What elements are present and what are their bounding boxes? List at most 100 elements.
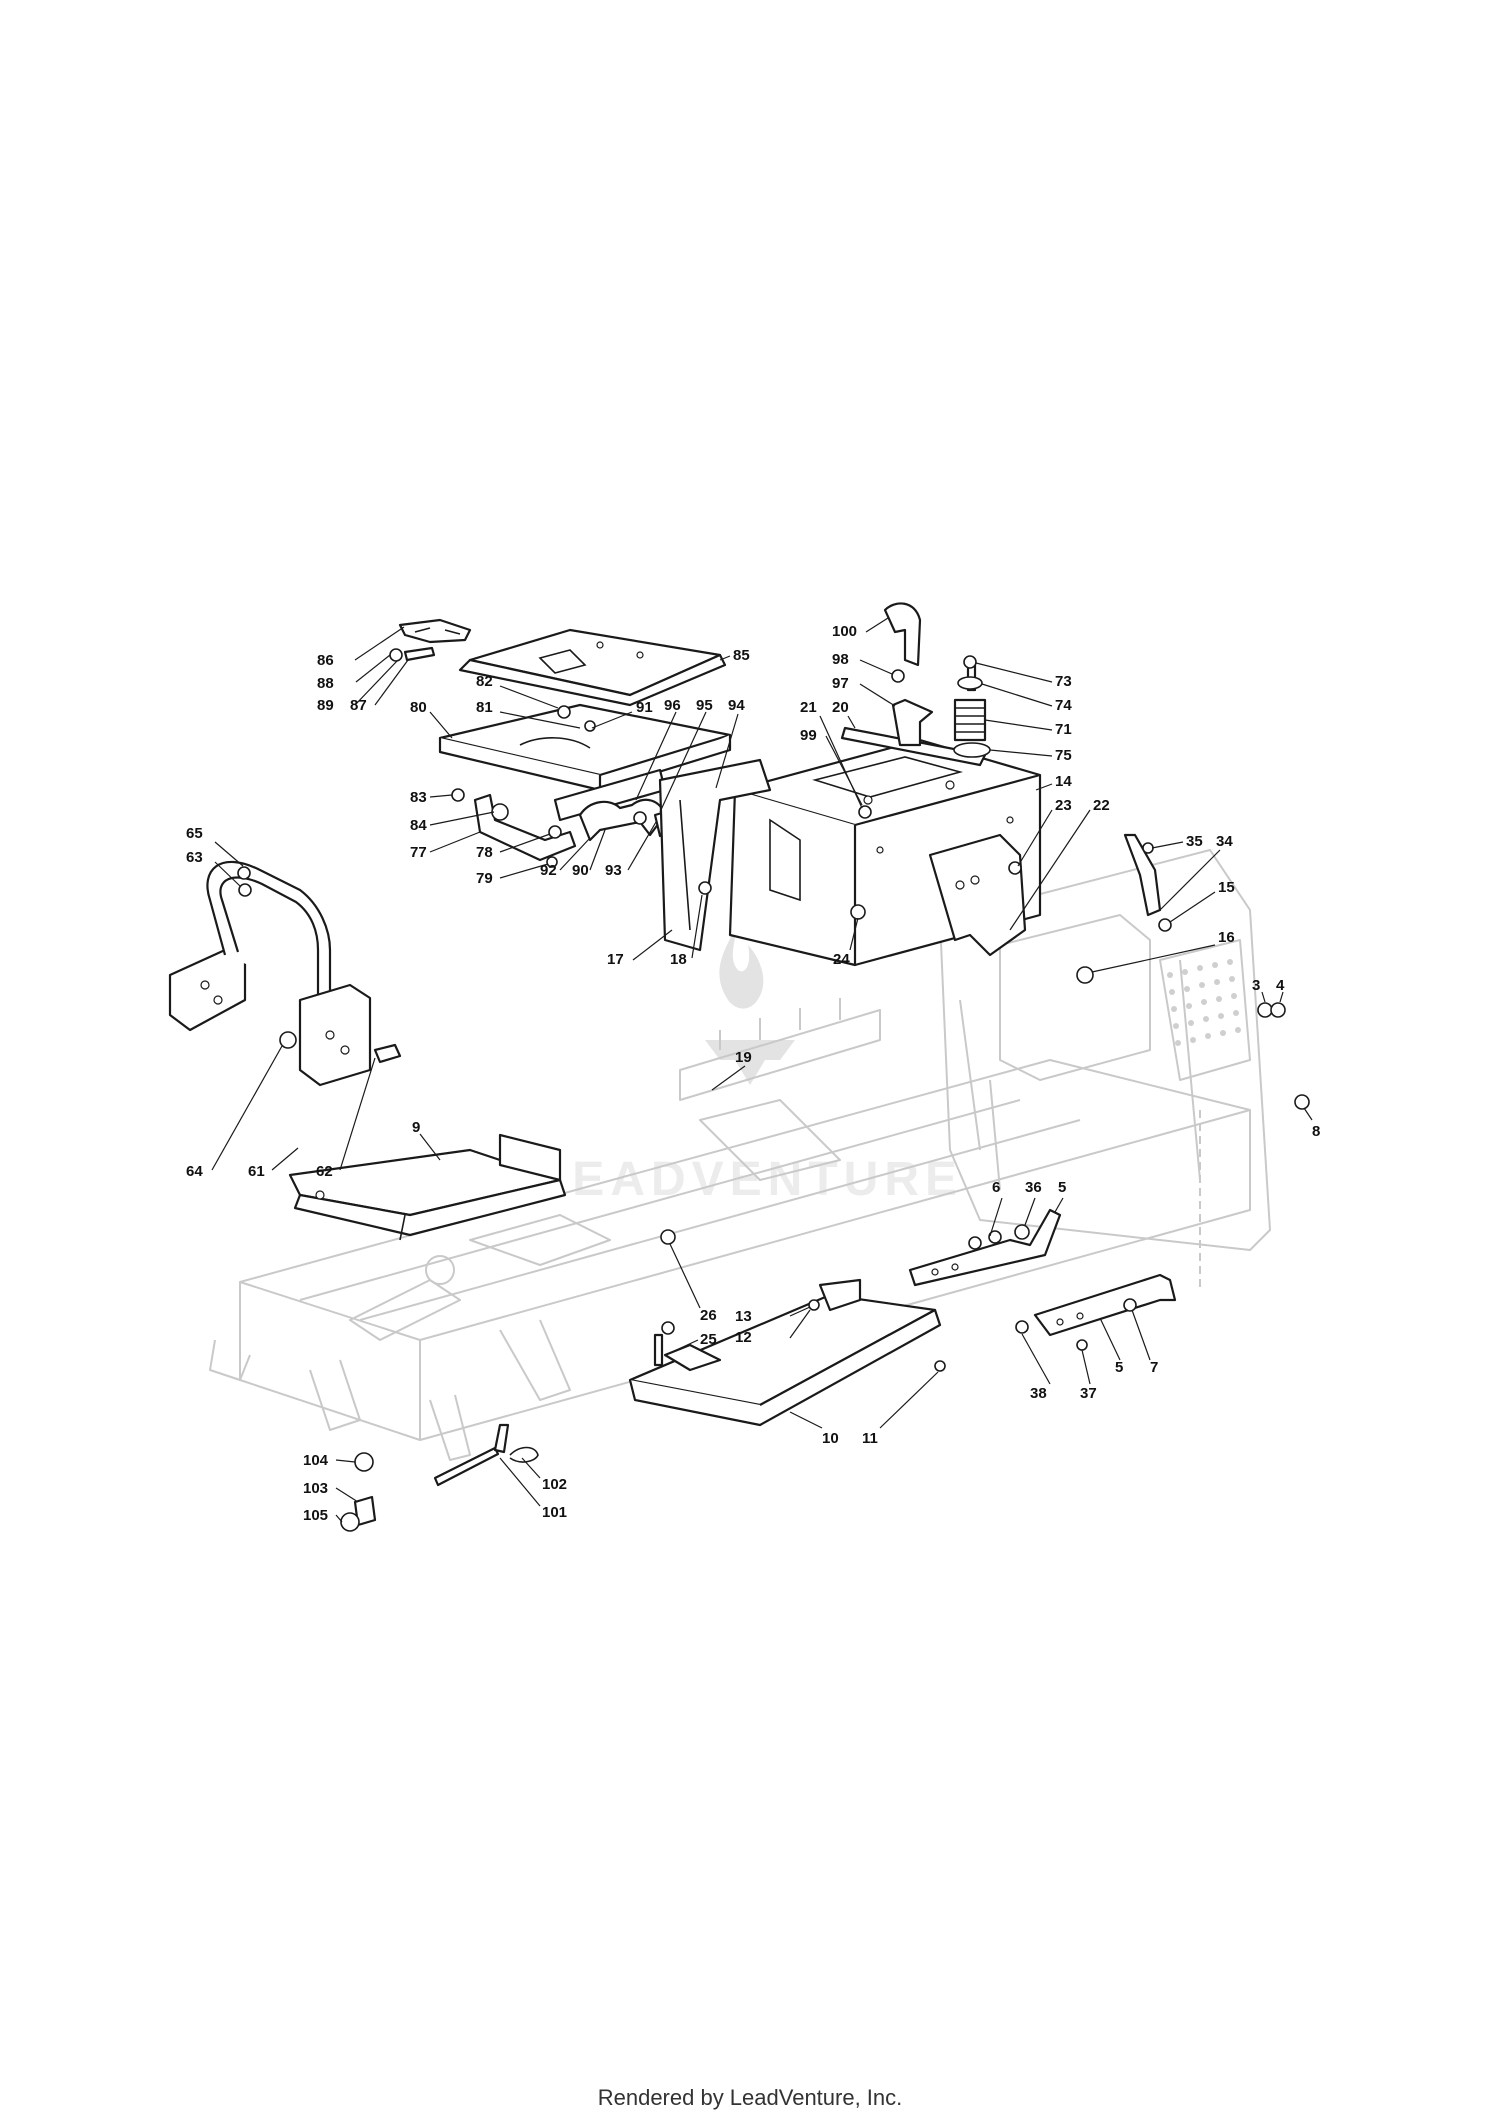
svg-text:95: 95 [696,697,713,714]
tow-pin [340,1423,539,1532]
callout: 25 [671,1331,717,1353]
callout: 85 [719,647,750,664]
svg-text:10: 10 [822,1430,839,1447]
callout: 95 [659,697,713,813]
svg-text:75: 75 [1055,747,1072,764]
svg-text:17: 17 [607,951,624,968]
callout: 34 [1159,833,1233,911]
svg-text:20: 20 [832,699,849,716]
svg-text:24: 24 [833,951,850,968]
callout: 83 [410,789,453,806]
callout: 22 [1009,797,1110,931]
callout: 77 [410,831,481,861]
callout: 93 [605,821,657,879]
left-footrest [288,1133,567,1241]
svg-text:35: 35 [1186,833,1203,850]
callout: 36 [1024,1179,1042,1226]
callout: 15 [1169,879,1235,923]
callout: 10 [789,1411,839,1447]
svg-text:88: 88 [317,675,334,692]
callout: 92 [540,837,591,879]
callout: 17 [607,929,673,968]
svg-text:98: 98 [832,651,849,668]
svg-text:3: 3 [1252,977,1260,994]
svg-text:96: 96 [664,697,681,714]
svg-text:11: 11 [862,1430,878,1447]
svg-text:37: 37 [1080,1385,1097,1402]
callout: 23 [1017,797,1072,867]
callout: 35 [1151,833,1203,850]
svg-text:22: 22 [1093,797,1110,814]
svg-text:38: 38 [1030,1385,1047,1402]
callout: 102 [521,1457,567,1493]
callout: 5 [1099,1317,1123,1376]
svg-text:100: 100 [832,623,857,640]
callout: 104 [303,1452,356,1469]
callout: 89 [317,659,399,714]
callout: 73 [975,662,1072,690]
callout: 81 [476,699,581,729]
svg-text:8: 8 [1312,1123,1320,1140]
svg-text:65: 65 [186,825,203,842]
svg-text:85: 85 [733,647,750,664]
callout: 78 [476,833,551,861]
callout: 87 [350,659,409,714]
svg-text:99: 99 [800,727,817,744]
svg-text:83: 83 [410,789,427,806]
callout: 103 [303,1480,359,1503]
callout: 74 [981,683,1072,714]
seat-bracket [438,703,732,822]
callout: 63 [186,849,241,887]
svg-text:78: 78 [476,844,493,861]
callout: 65 [186,825,244,867]
callout: 19 [711,1049,752,1091]
svg-text:91: 91 [636,699,653,716]
svg-text:101: 101 [542,1504,567,1521]
callout: 16 [1091,929,1235,973]
svg-text:81: 81 [476,699,493,716]
callout: 105 [303,1507,343,1524]
svg-text:103: 103 [303,1480,328,1497]
svg-text:89: 89 [317,697,334,714]
right-footrest [628,1229,946,1427]
callout: 88 [317,654,391,692]
svg-text:5: 5 [1115,1359,1123,1376]
callout: 71 [984,719,1072,738]
svg-text:73: 73 [1055,673,1072,690]
callout: 12 [735,1309,811,1346]
callout: 5 [1054,1179,1066,1213]
callout: 91 [591,699,653,729]
svg-text:74: 74 [1055,697,1072,714]
callout: 98 [832,651,893,675]
svg-text:79: 79 [476,870,493,887]
svg-text:62: 62 [316,1163,333,1180]
svg-text:80: 80 [410,699,427,716]
seat-plate [458,628,727,707]
callout: 90 [572,829,606,879]
callout: 9 [412,1119,441,1161]
callout: 11 [862,1371,939,1447]
seat-hinge [389,618,472,662]
callout: 86 [317,626,405,669]
callout: 3 [1252,977,1266,1003]
svg-text:93: 93 [605,862,622,879]
callout: 80 [410,699,453,739]
callout-group: 86 88 89 87 85 82 80 81 91 96 95 94 83 8… [186,617,1320,1524]
roll-bar [168,860,402,1087]
callout: 97 [832,675,896,707]
svg-text:14: 14 [1055,773,1072,790]
callout: 100 [832,617,889,640]
callout: 96 [635,697,681,801]
svg-text:4: 4 [1276,977,1285,994]
svg-text:18: 18 [670,951,687,968]
svg-text:84: 84 [410,817,427,834]
svg-text:71: 71 [1055,721,1072,738]
svg-text:7: 7 [1150,1359,1158,1376]
callout: 4 [1276,977,1285,1003]
rear-hardware [1076,833,1310,1110]
svg-text:102: 102 [542,1476,567,1493]
callout: 64 [186,1045,283,1180]
svg-text:104: 104 [303,1452,329,1469]
steering-support [840,602,991,819]
